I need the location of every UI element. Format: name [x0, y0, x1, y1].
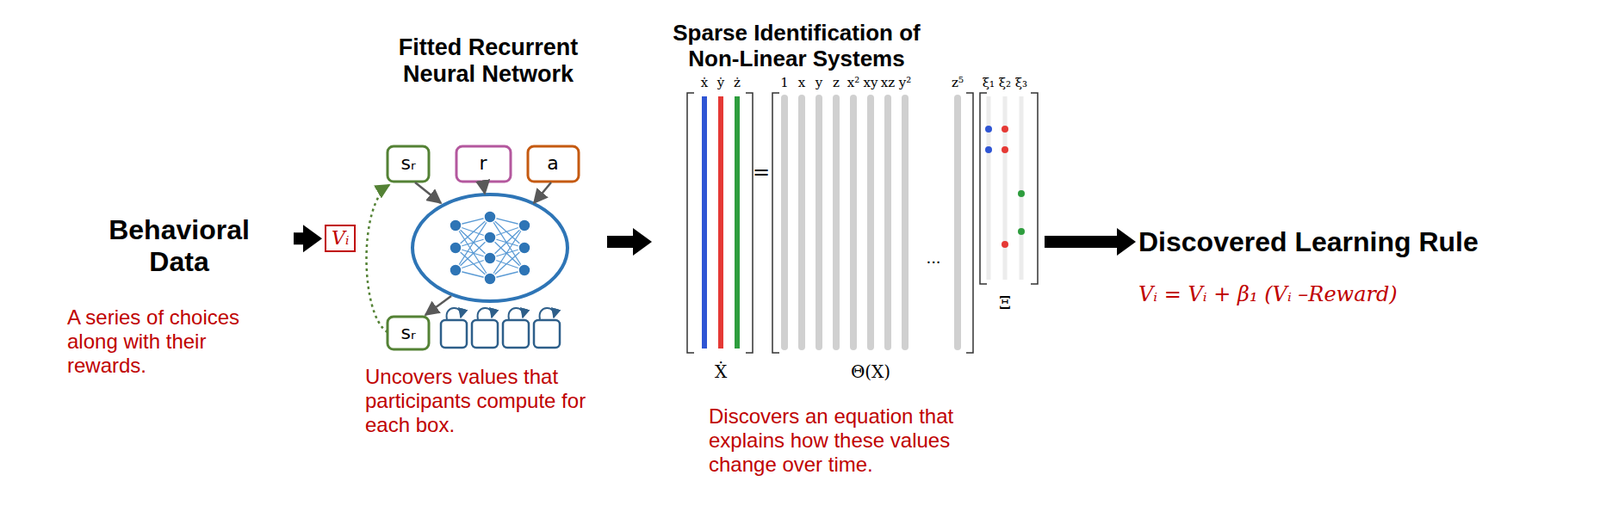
- library-column: [884, 98, 892, 348]
- value-box: Vᵢ: [324, 224, 356, 253]
- column-header: z⁵: [951, 76, 964, 90]
- flow-arrow: [293, 224, 323, 253]
- coefficient-dot: [1001, 146, 1009, 154]
- state-box: [387, 146, 429, 182]
- library-column: [815, 98, 823, 348]
- library-column: [832, 98, 840, 348]
- action-box: [527, 146, 579, 182]
- library-columns: [784, 98, 958, 348]
- coefficient-column: [1003, 96, 1008, 280]
- library-column: [849, 98, 857, 348]
- coefficient-column: [1019, 96, 1024, 280]
- column-header: x²: [847, 76, 860, 90]
- coefficient-dot: [985, 125, 993, 133]
- unit: [449, 264, 462, 277]
- input-arrow: [483, 182, 485, 194]
- flow-arrow: [1044, 228, 1136, 256]
- action-label: a: [546, 154, 559, 174]
- column-header: ξ₁: [982, 76, 995, 90]
- stage-title: Discovered Learning Rule: [1138, 226, 1587, 259]
- unit: [518, 264, 531, 277]
- library-column: [867, 98, 875, 348]
- matrix-name: Θ(X): [850, 363, 891, 381]
- stage-title: Fitted Recurrent Neural Network: [372, 34, 605, 88]
- network-links: [455, 217, 525, 280]
- stage-description: Discovers an equation that explains how …: [708, 404, 1015, 478]
- matrix-bracket: [687, 93, 753, 354]
- column-header: x: [798, 76, 806, 90]
- library-column: [798, 98, 806, 348]
- column-header: ξ₂: [998, 76, 1011, 90]
- memory-box: [502, 320, 529, 348]
- coefficient-dot: [1017, 228, 1025, 236]
- loop-arrow: [539, 308, 555, 320]
- network-ellipse: [412, 194, 568, 302]
- column-header: 1: [780, 76, 789, 90]
- column-header: ż: [733, 76, 741, 90]
- stage-title: Sparse Identification of Non-Linear Syst…: [654, 20, 939, 73]
- stage-description: A series of choices along with their rew…: [67, 305, 292, 379]
- unit: [518, 241, 531, 255]
- input-stage: Behavioral Data A series of choices along…: [67, 214, 292, 379]
- coefficient-dot: [1017, 190, 1025, 198]
- coefficient-columns: [988, 96, 1022, 280]
- stage-title: Behavioral Data: [93, 214, 266, 279]
- input-arrow: [533, 182, 552, 204]
- reward-label: r: [478, 154, 487, 174]
- memory-box: [440, 320, 467, 348]
- derivative-column: [718, 96, 724, 349]
- state-box: [387, 316, 429, 350]
- ellipsis: ...: [925, 250, 941, 267]
- derivative-column: [701, 96, 707, 349]
- column-header: z: [832, 76, 840, 90]
- value-symbol: Vᵢ: [324, 224, 356, 253]
- equals-sign: =: [752, 161, 770, 183]
- column-header: y: [815, 76, 823, 90]
- unit: [449, 241, 462, 255]
- column-header: xz: [880, 76, 895, 90]
- unit: [449, 219, 462, 232]
- library-column: [901, 98, 909, 348]
- loop-arrow: [446, 308, 462, 320]
- flow-arrow: [607, 228, 652, 256]
- column-header: xy: [863, 76, 879, 90]
- library-column: [954, 98, 962, 348]
- matrix-name: Ẋ: [714, 363, 727, 381]
- unit: [483, 231, 497, 244]
- recurrence-arrow: [366, 185, 391, 333]
- column-header: ξ₃: [1015, 76, 1028, 90]
- column-header: ẋ: [700, 76, 708, 90]
- unit: [518, 219, 531, 232]
- coefficient-dot: [985, 146, 993, 154]
- loop-arrow: [508, 308, 524, 320]
- coefficient-dot: [1001, 125, 1009, 133]
- library-column: [781, 98, 788, 348]
- input-arrow: [415, 182, 441, 204]
- matrix-bracket: [979, 93, 1038, 285]
- matrix-bracket: [772, 93, 974, 354]
- derivative-column: [734, 96, 740, 349]
- unit: [483, 252, 497, 265]
- learning-rule-equation: Vᵢ = Vᵢ + β₁ (Vᵢ –Reward): [1138, 282, 1587, 308]
- memory-box: [533, 320, 560, 348]
- memory-box: [471, 320, 498, 348]
- state-label: sᵣ: [400, 323, 416, 343]
- loop-arrow: [477, 308, 493, 320]
- unit: [483, 272, 497, 286]
- network-units: [449, 210, 531, 286]
- unit: [483, 210, 497, 224]
- stage-description: Uncovers values that participants comput…: [365, 365, 590, 438]
- reward-box: [456, 146, 511, 182]
- state-label: sᵣ: [400, 154, 416, 174]
- matrix-name: Ξ: [998, 294, 1011, 312]
- rnn-stage: Vᵢ Fitted Recurrent Neural NetworkUncover…: [320, 30, 605, 444]
- result-stage: Discovered Learning Rule Vᵢ = Vᵢ + β₁ (Vᵢ…: [1138, 226, 1587, 308]
- coefficient-column: [986, 96, 992, 280]
- coefficient-dot: [1001, 241, 1009, 249]
- column-header: ẏ: [717, 76, 725, 90]
- column-header: y²: [899, 76, 912, 90]
